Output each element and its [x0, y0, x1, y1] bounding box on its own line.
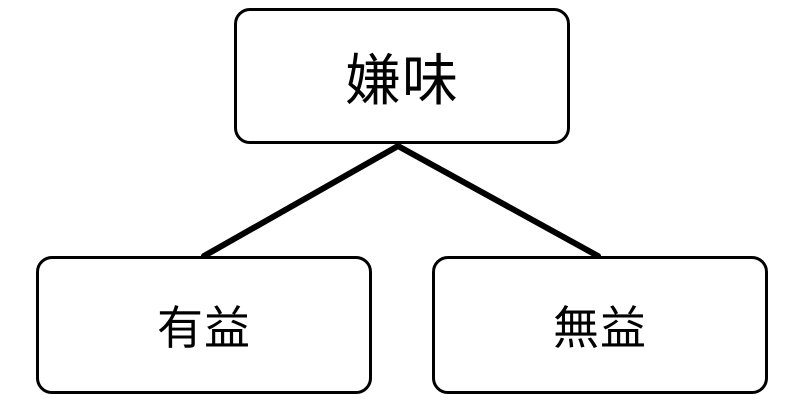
child-node-left: 有益	[36, 256, 372, 394]
child-node-right: 無益	[432, 256, 768, 394]
child-node-left-label: 有益	[157, 301, 251, 355]
connector-root-to-right	[395, 143, 601, 259]
root-node: 嫌味	[234, 8, 570, 144]
root-node-label: 嫌味	[345, 48, 459, 114]
connector-root-to-left	[201, 143, 401, 259]
child-node-right-label: 無益	[553, 301, 647, 355]
